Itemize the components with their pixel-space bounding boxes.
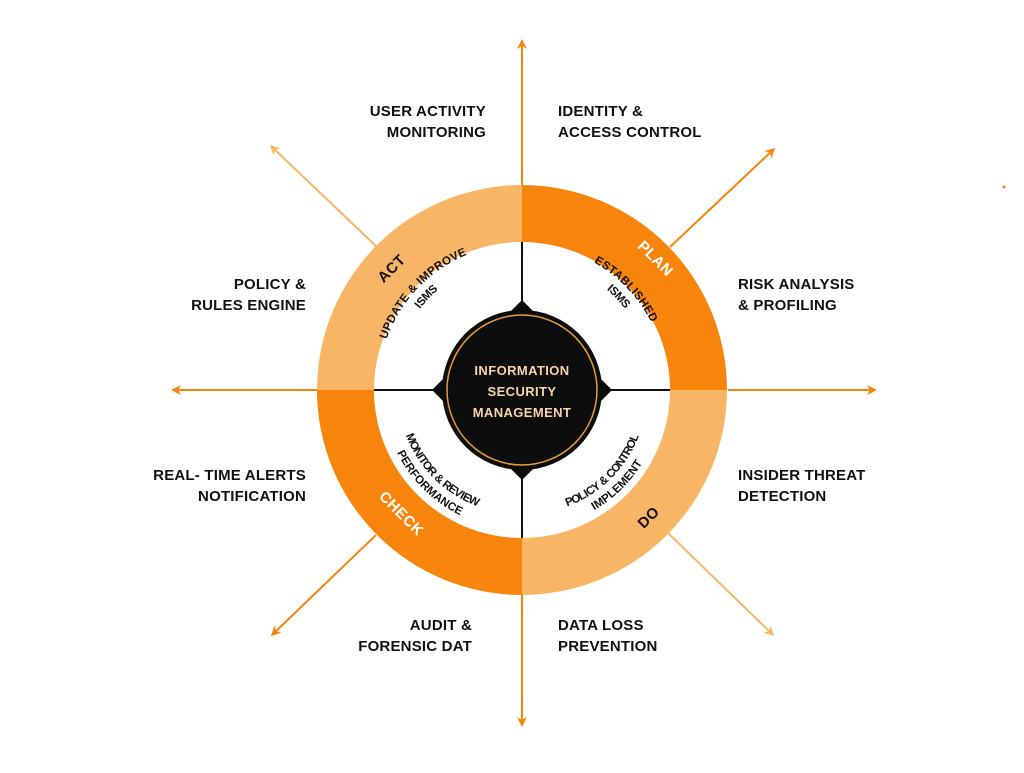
label-realtime-alerts: REAL- TIME ALERTS NOTIFICATION xyxy=(153,467,306,505)
arrow-southeast xyxy=(667,532,775,637)
label-audit-forensic: AUDIT & FORENSIC DAT xyxy=(358,617,472,655)
label-identity-access-control: IDENTITY & ACCESS CONTROL xyxy=(558,103,702,141)
decorative-dot xyxy=(1002,185,1006,189)
arrow-southwest xyxy=(270,534,377,637)
arrows xyxy=(171,39,877,727)
label-policy-rules-engine: POLICY & RULES ENGINE xyxy=(191,276,306,314)
center-title-line-3: MANAGEMENT xyxy=(473,405,572,420)
label-user-activity-monitoring: USER ACTIVITY MONITORING xyxy=(369,103,486,141)
arrow-northeast xyxy=(669,147,776,248)
center-circle xyxy=(442,310,602,470)
label-risk-analysis-profiling: RISK ANALYSIS & PROFILING xyxy=(738,276,855,314)
arrow-northwest xyxy=(269,144,378,248)
label-insider-threat-detection: INSIDER THREAT DETECTION xyxy=(738,467,866,505)
center-title-line-2: SECURITY xyxy=(488,384,557,399)
center-badge: INFORMATION SECURITY MANAGEMENT xyxy=(432,300,612,480)
label-data-loss-prevention: DATA LOSS PREVENTION xyxy=(558,617,658,655)
center-title-line-1: INFORMATION xyxy=(474,363,569,378)
center-ring xyxy=(446,314,598,466)
